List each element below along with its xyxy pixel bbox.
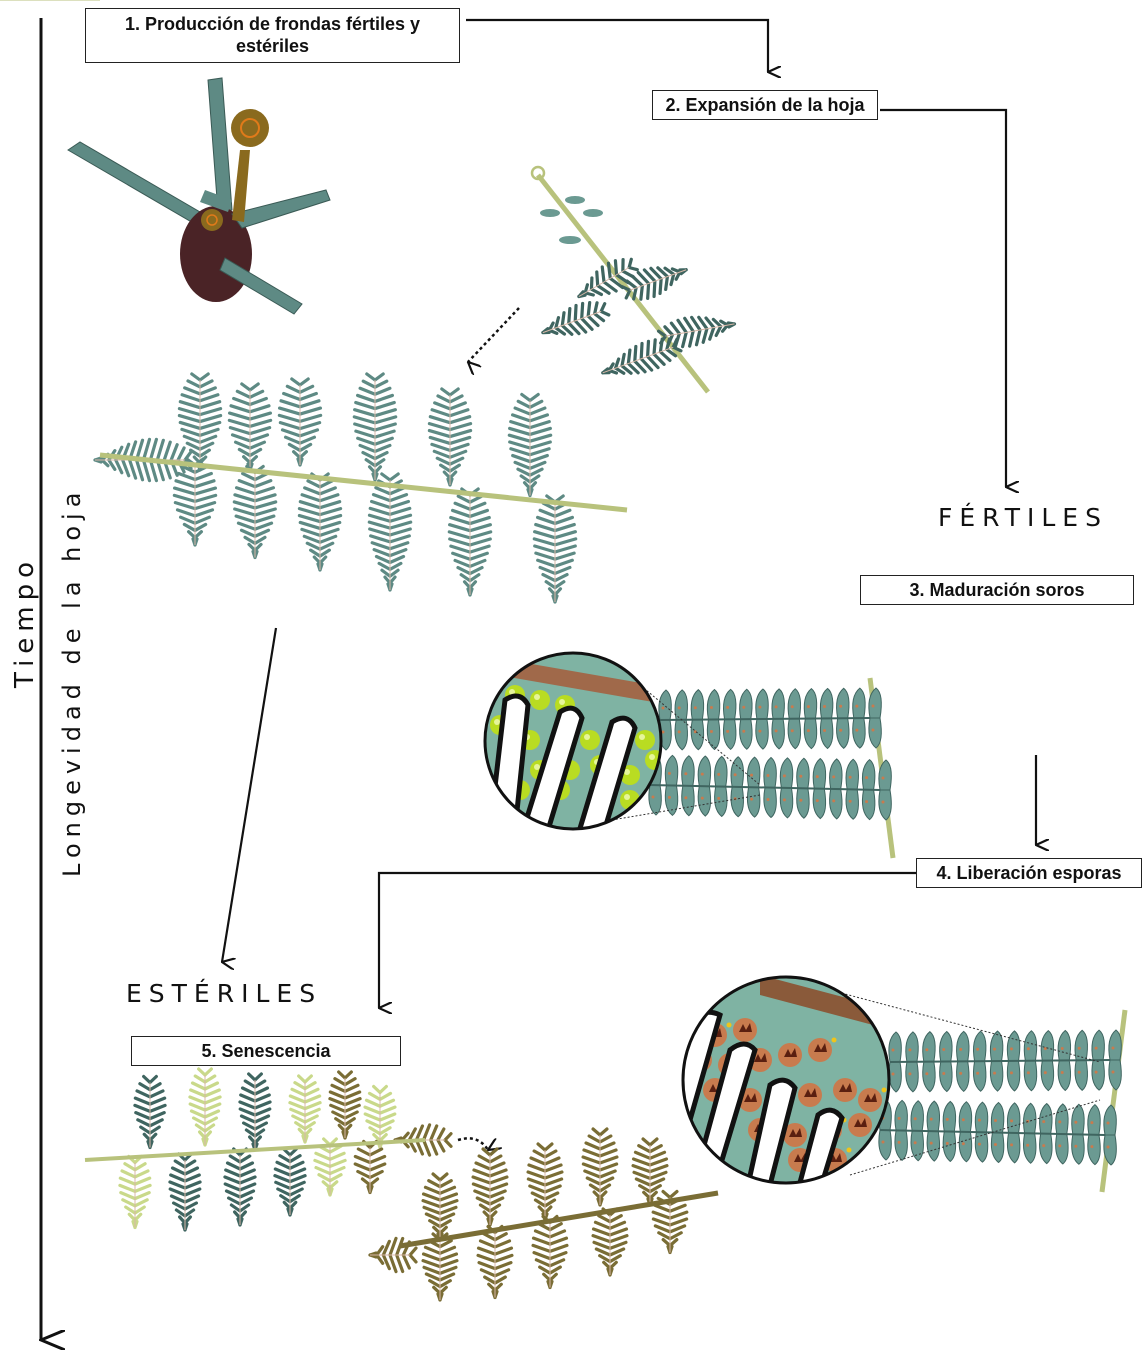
pinna: [120, 1157, 150, 1228]
pinna: [229, 384, 270, 470]
senescent-frond-icon: [85, 1069, 718, 1300]
mature-frond-icon: [95, 374, 627, 602]
spore-release-zoom-icon: [680, 975, 892, 1190]
arrow-4-to-5: [379, 873, 916, 1008]
pinna: [534, 496, 575, 602]
stage-1-box: 1. Producción de frondas fértiles y esté…: [85, 8, 460, 63]
pinna: [533, 1217, 567, 1288]
pinna: [478, 1227, 512, 1298]
stage-3-box: 3. Maduración soros: [860, 575, 1134, 605]
pinna: [279, 379, 320, 465]
pinna: [538, 296, 612, 346]
pinna: [509, 395, 550, 496]
pinna: [299, 474, 340, 570]
stage-5-box: 5. Senescencia: [131, 1036, 401, 1066]
arrow-1-to-2: [466, 20, 768, 72]
pinna: [174, 459, 215, 545]
pinna: [365, 1087, 395, 1148]
pinna: [369, 474, 410, 590]
pinna: [449, 489, 490, 595]
stage-4-box: 4. Liberación esporas: [916, 858, 1142, 888]
pinna: [355, 1142, 385, 1193]
pinna: [234, 467, 275, 558]
pinna: [330, 1072, 360, 1138]
sorus-zoom-icon: [480, 650, 670, 845]
pinna: [290, 1076, 320, 1142]
pinna: [354, 374, 395, 480]
longevity-axis-label: Longevidad de la hoja: [58, 487, 86, 877]
stage-2-box: 2. Expansión de la hoja: [652, 90, 878, 120]
pinna: [423, 1174, 457, 1240]
pinna: [473, 1149, 507, 1225]
arrow-2-to-fertile: [880, 110, 1006, 487]
pinna: [190, 1069, 220, 1145]
stage-3-label: 3. Maduración soros: [909, 580, 1084, 600]
pinna: [593, 1209, 627, 1275]
stage-2-label: 2. Expansión de la hoja: [665, 95, 864, 115]
pinna: [275, 1149, 305, 1215]
pinna: [179, 374, 220, 470]
stage-4-label: 4. Liberación esporas: [936, 863, 1121, 883]
pinna: [429, 389, 470, 485]
pinna: [225, 1149, 255, 1225]
arrow-sterile: [222, 628, 276, 962]
sterile-caption: ESTÉRILES: [126, 979, 322, 1008]
stage-5-label: 5. Senescencia: [201, 1041, 330, 1061]
pinna: [135, 1077, 165, 1148]
pinna: [423, 1234, 457, 1300]
pinna: [528, 1144, 562, 1220]
fern-rhizome-icon: [68, 78, 330, 314]
pinna: [633, 1139, 667, 1205]
time-axis-label: Tiempo: [10, 556, 40, 688]
pinna: [240, 1074, 270, 1150]
stage-1-label: 1. Producción de frondas fértiles y esté…: [125, 14, 420, 56]
pinna: [170, 1154, 200, 1230]
fertile-caption: FÉRTILES: [938, 503, 1108, 532]
arrow-expansion-dotted: [468, 308, 519, 362]
pinna: [583, 1129, 617, 1205]
